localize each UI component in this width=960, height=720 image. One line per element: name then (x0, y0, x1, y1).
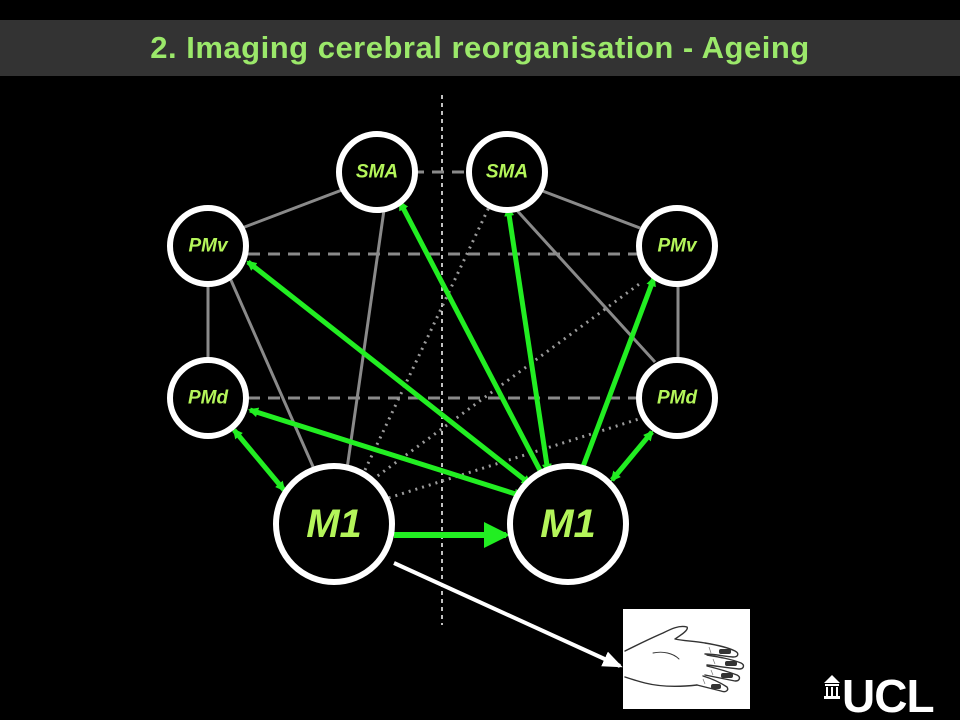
node-sma-right: SMA (466, 131, 548, 213)
dotted-m1-pmv-right (371, 280, 643, 482)
dotted-links (363, 204, 643, 502)
node-pmd-left: PMd (167, 357, 249, 439)
ucl-logo-text: UCL (842, 670, 934, 717)
node-label-m1-right: M1 (540, 502, 596, 546)
slide-title: 2. Imaging cerebral reorganisation - Age… (150, 30, 810, 65)
portico-icon (824, 675, 840, 699)
arrow-pmd-m1-left (232, 428, 286, 492)
node-label-pmv-left: PMv (188, 236, 229, 257)
node-pmd-right: PMd (636, 357, 718, 439)
node-label-pmd-left: PMd (188, 388, 229, 409)
link-pmv-sma-left (241, 188, 343, 230)
arrow-m1r-pmv-right (575, 276, 657, 482)
node-label-sma-left: SMA (356, 162, 398, 183)
node-label-m1-left: M1 (306, 502, 362, 546)
arrow-m1r-pmd-right (610, 430, 654, 482)
title-bar (0, 20, 960, 76)
hand-drawing-image (623, 609, 750, 709)
node-label-sma-right: SMA (486, 162, 528, 183)
node-m1-right: M1 (507, 463, 629, 585)
node-pmv-left: PMv (167, 205, 249, 287)
node-sma-left: SMA (336, 131, 418, 213)
output-arrow-to-hand (393, 561, 623, 668)
node-m1-left: M1 (273, 463, 395, 585)
node-pmv-right: PMv (636, 205, 718, 287)
arrow-m1r-pmd-left (248, 407, 524, 499)
ucl-logo: UCL (824, 670, 935, 717)
node-label-pmv-right: PMv (657, 236, 698, 257)
link-pmv-sma-right (539, 188, 641, 230)
arrow-m1r-sma-right (504, 206, 552, 474)
node-label-pmd-right: PMd (657, 388, 698, 409)
grey-links (206, 188, 680, 479)
green-arrows (232, 200, 657, 548)
